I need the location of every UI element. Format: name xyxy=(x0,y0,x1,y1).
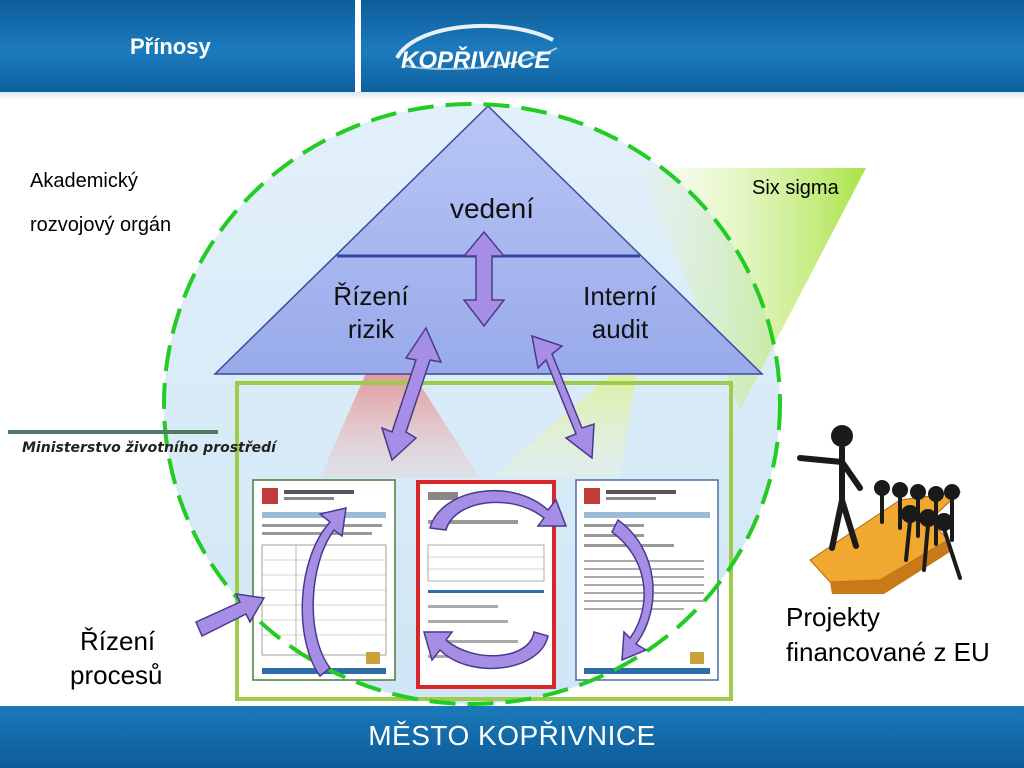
footer-title: MĚSTO KOPŘIVNICE xyxy=(368,720,656,751)
dashed-boundary-circle xyxy=(162,102,782,706)
label-six-sigma: Six sigma xyxy=(752,177,839,199)
label-rizeni-procesu-2: procesů xyxy=(70,660,163,690)
risk-beam xyxy=(320,330,480,478)
cycle-arrow-left xyxy=(301,507,347,678)
label-vedeni: vedení xyxy=(450,193,534,224)
label-rizeni-procesu-1: Řízení xyxy=(80,626,156,656)
six-sigma-wedge xyxy=(640,168,866,410)
header-stripe xyxy=(0,92,1024,100)
label-interni-audit-1: Interní xyxy=(583,281,657,311)
logo-text: KOPŘIVNICE xyxy=(401,46,551,74)
label-projekty-1: Projekty xyxy=(786,602,880,632)
document-left xyxy=(252,479,396,681)
arrow-interni-audit xyxy=(531,334,595,460)
header-bar: Přínosy KOPŘIVNICE xyxy=(0,0,1024,92)
label-rizeni-rizik-1: Řízení xyxy=(333,281,409,311)
header-divider xyxy=(355,0,361,92)
slide-title: Přínosy xyxy=(130,34,211,59)
footer-bar: MĚSTO KOPŘIVNICE xyxy=(0,706,1024,768)
label-projekty-2: financované z EU xyxy=(786,637,990,667)
house-frame xyxy=(235,381,733,701)
eu-projects-figures-image xyxy=(797,425,962,594)
label-akademicky-2: rozvojový orgán xyxy=(30,214,172,236)
label-interni-audit-2: audit xyxy=(592,314,649,344)
cycle-arrow-bottom xyxy=(423,631,549,670)
kopřivnice-logo: KOPŘIVNICE xyxy=(395,23,558,74)
ministerstvo-logo-text: Ministerstvo životního prostředí xyxy=(22,440,276,456)
label-rizeni-rizik-2: rizik xyxy=(348,314,395,344)
label-akademicky-1: Akademický xyxy=(30,170,138,192)
cycle-arrow-right xyxy=(611,518,654,662)
cycle-arrow-top xyxy=(429,489,568,531)
ministerstvo-bar xyxy=(8,430,218,434)
arrow-rizeni-rizik xyxy=(380,326,443,462)
arrow-rizeni-procesu xyxy=(195,593,266,638)
diagram-canvas: vedení Řízení rizik Interní audit xyxy=(162,102,962,706)
arrow-vedeni-vertical xyxy=(462,230,506,328)
